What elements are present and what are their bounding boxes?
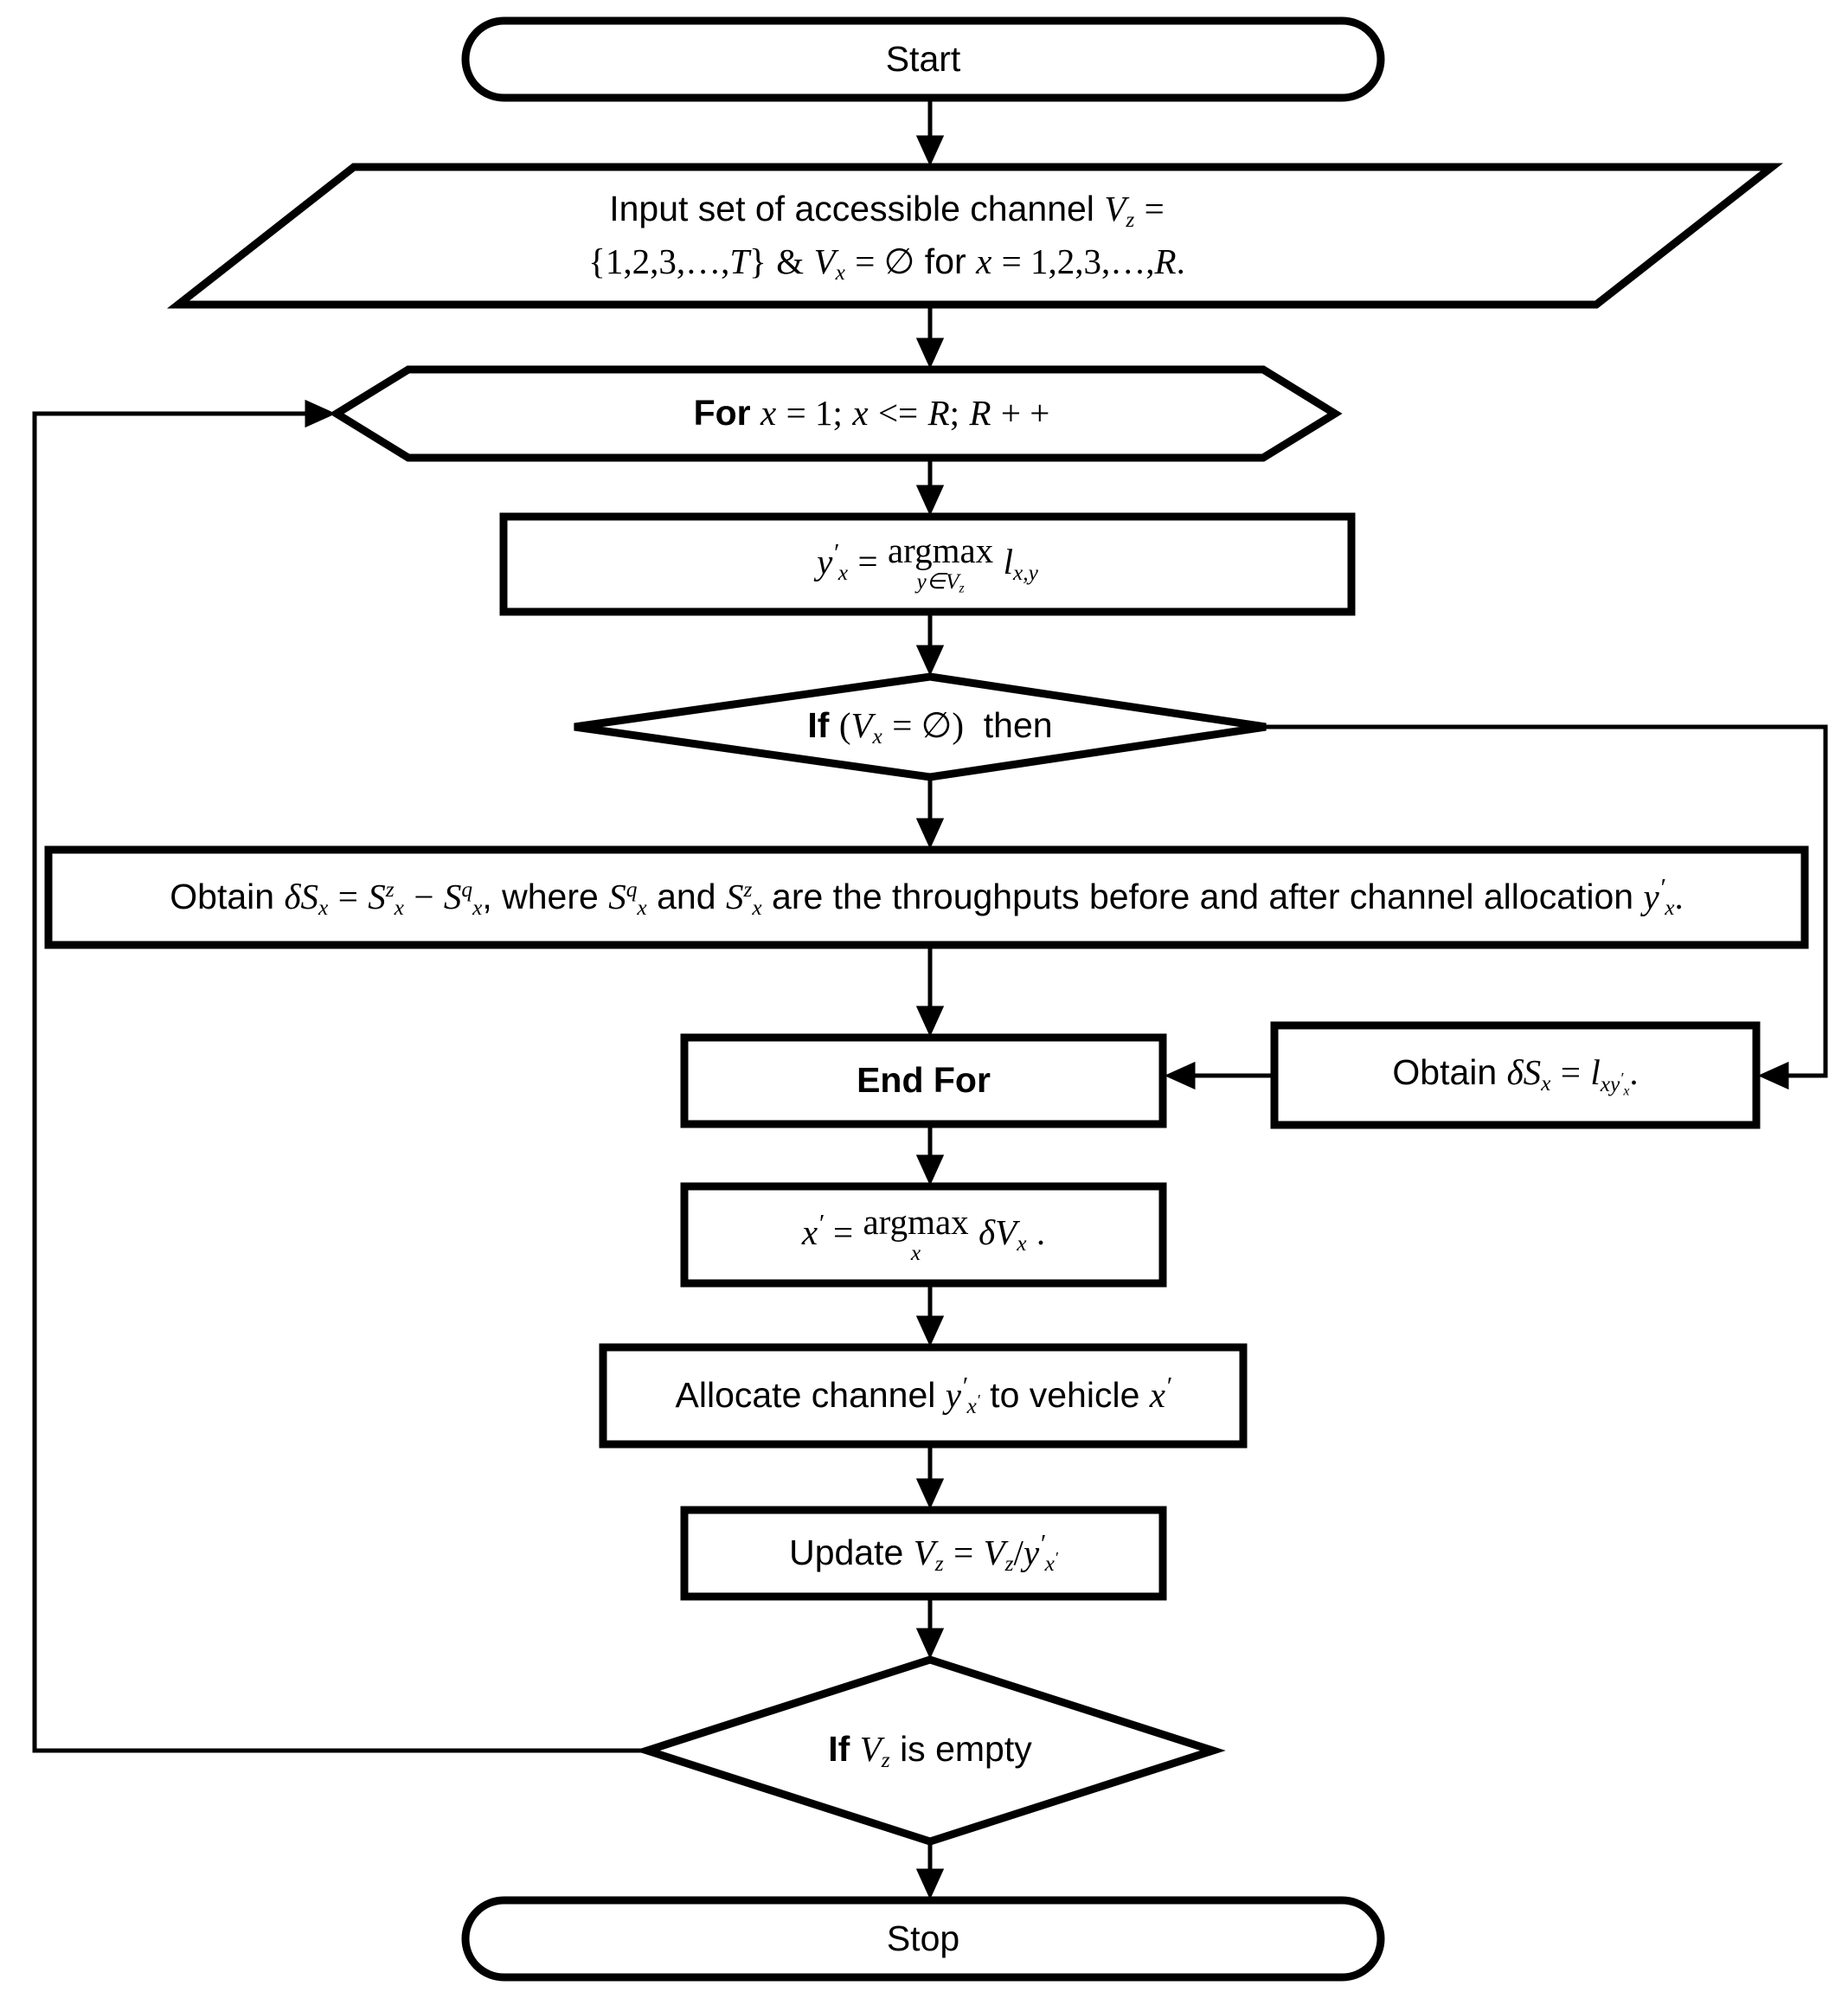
node-obtain-delta-throughput-label: Obtain δSx = Szx − Sqx, where Sqx and Sz… (48, 850, 1805, 945)
node-allocate-channel-shape (599, 1343, 1248, 1449)
node-allocate-channel-label: Allocate channel y′x′ to vehicle x′ (603, 1347, 1243, 1444)
node-input-shape (166, 163, 1784, 309)
is-empty-text: is empty (900, 1728, 1032, 1769)
obtain-delta-link-text: Obtain δSx = lxy′x. (1392, 1052, 1639, 1098)
edge-if-vx-empty-to-obtain-delta-link (1266, 724, 1828, 1090)
where-word: , where (482, 876, 599, 916)
argmax-y-text: y′x = argmax y∈Vz lx,y (817, 530, 1038, 596)
and-word: and (657, 876, 716, 916)
node-argmax-x-label: x′ = argmax x δVx . (684, 1186, 1163, 1283)
node-if-vz-empty-label: If Vz is empty (709, 1712, 1151, 1790)
obtain-delta-throughput-text: Obtain δSx = Szx − Sqx, where Sqx and Sz… (170, 874, 1684, 921)
if-keyword-1: If (807, 704, 830, 745)
edge-if-vz-empty-to-for-loop (32, 399, 647, 1753)
if-keyword-2: If (828, 1728, 850, 1769)
node-stop-shape (461, 1896, 1385, 1982)
node-for-loop-shape (329, 365, 1343, 462)
for-loop-text: For x = 1; x <= R; R + + (693, 393, 1050, 434)
update-word: Update (789, 1532, 904, 1572)
node-argmax-x-shape (680, 1182, 1167, 1288)
node-end-for-shape (680, 1033, 1167, 1128)
input-line-1: Input set of accessible channel Vz = (609, 188, 1165, 232)
argmax-operator-1: argmax (887, 530, 994, 571)
if-vz-empty-text: If Vz is empty (828, 1728, 1032, 1772)
if-vx-empty-text: If (Vx = ∅) then (807, 704, 1053, 749)
obtain-word-1: Obtain (170, 876, 275, 916)
argmax-operator-2: argmax (863, 1202, 969, 1242)
input-line-2: {1,2,3,…,T} & Vx = ∅ for x = 1,2,3,…,R. (588, 241, 1185, 285)
throughputs-phrase: are the throughputs before and after cha… (772, 876, 1634, 916)
allocate-channel-text: Allocate channel y′x′ to vehicle x′ (675, 1372, 1171, 1419)
input-prefix-text: Input set of accessible channel (609, 188, 1094, 228)
start-text: Start (885, 38, 961, 79)
stop-text: Stop (886, 1918, 960, 1958)
end-for-text: End For (857, 1060, 991, 1101)
node-update-vz-shape (680, 1506, 1167, 1601)
obtain-word-2: Obtain (1392, 1052, 1498, 1093)
for-keyword: For (693, 393, 751, 434)
node-start-label: Start (465, 21, 1381, 98)
input-for-text: for (924, 241, 966, 281)
node-input-label: Input set of accessible channel Vz = {1,… (450, 167, 1324, 305)
node-end-for-label: End For (684, 1038, 1163, 1124)
node-for-loop-label: For x = 1; x <= R; R + + (408, 369, 1335, 458)
node-obtain-delta-link-label: Obtain δSx = lxy′x. (1274, 1025, 1756, 1125)
node-obtain-delta-throughput-shape (44, 845, 1809, 949)
update-vz-text: Update Vz = Vz/y′x′ (789, 1530, 1058, 1577)
allocate-middle-text: to vehicle (990, 1374, 1140, 1415)
node-update-vz-label: Update Vz = Vz/y′x′ (684, 1510, 1163, 1597)
then-keyword: then (983, 704, 1053, 745)
argmax-x-text: x′ = argmax x δVx . (801, 1202, 1046, 1266)
node-stop-label: Stop (465, 1900, 1381, 1977)
node-argmax-y-shape (499, 512, 1356, 616)
node-argmax-y-label: y′x = argmax y∈Vz lx,y (504, 517, 1351, 612)
node-if-vx-empty-label: If (Vx = ∅) then (658, 688, 1203, 766)
node-start-shape (461, 16, 1385, 102)
allocate-prefix-text: Allocate channel (675, 1374, 936, 1415)
